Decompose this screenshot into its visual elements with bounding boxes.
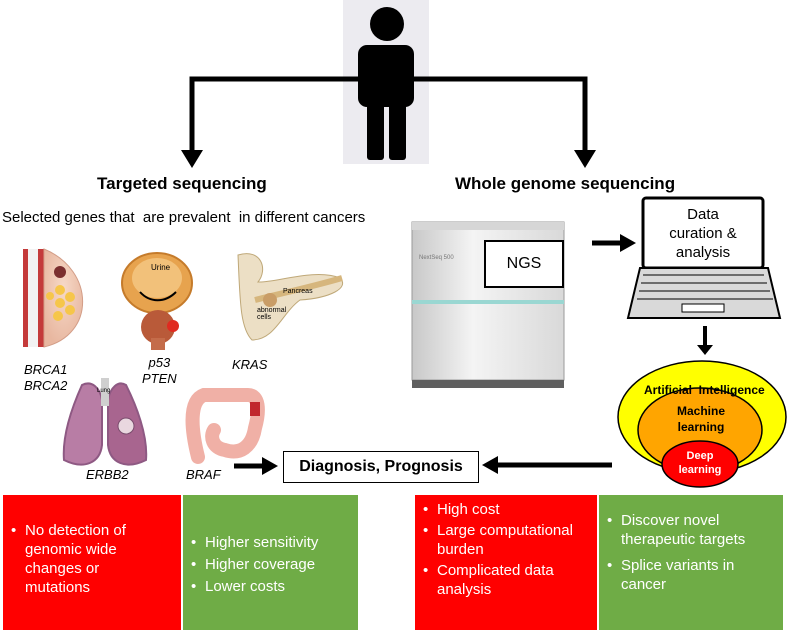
branch-arrows [189,76,588,152]
colon-illustration [185,388,265,464]
gene-brca2: BRCA2 [24,378,68,393]
wgs-con-item: Complicated data analysis [415,561,597,599]
ml-label: Machine learning [666,403,736,435]
left-branch-arrowhead [181,150,203,168]
wgs-pro-item: Splice variants in cancer [599,556,783,594]
ai-label: Artificial Intelligence [644,383,765,397]
wgs-cons-list: High cost Large computational burden Com… [415,500,597,599]
wgs-cons-box: High cost Large computational burden Com… [414,494,598,631]
laptop-text-line-1: Data [687,206,719,223]
targeted-cons-list: No detection of genomic wide changes or … [3,521,181,597]
wgs-heading: Whole genome sequencing [455,174,676,193]
wgs-con-item: High cost [415,500,597,519]
person-icon [358,7,414,160]
targeted-pro-item: Higher coverage [183,555,358,574]
targeted-heading: Targeted sequencing [97,174,267,193]
breast-genes: BRCA1 BRCA2 [24,362,67,394]
abnormal-cells-label: abnormal cells [257,307,287,321]
gene-p53: p53 [148,355,171,370]
targeted-pros-box: Higher sensitivity Higher coverage Lower… [182,494,359,631]
ngs-label: NGS [484,240,564,288]
targeted-pro-item: Lower costs [183,577,358,596]
breast-illustration [23,248,84,348]
diagnosis-box: Diagnosis, Prognosis [283,451,479,483]
dl-label: Deep learning [672,449,728,477]
gene-brca1: BRCA1 [24,362,68,377]
lung-illustration [62,378,148,466]
dl-label-line-2: learning [678,464,722,476]
laptop-text-line-3: analysis [675,244,731,261]
gene-kras: KRAS [232,357,268,372]
prostate-illustration [121,252,193,350]
gene-braf: BRAF [186,467,221,482]
urine-label: Urine [151,263,171,272]
left-to-diagnosis-arrow [234,457,278,475]
laptop-illustration [626,196,782,319]
laptop-text-line-2: curation & [669,225,737,242]
gene-pten: PTEN [142,371,177,386]
laptop-text: Data curation & analysis [647,205,759,262]
targeted-cons-box: No detection of genomic wide changes or … [2,494,182,631]
selected-genes-caption: Selected genes that are prevalent in dif… [2,209,366,226]
wgs-pro-item: Discover novel therapeutic targets [599,511,783,549]
pancreas-label: Pancreas [283,288,313,295]
machine-brand: NextSeq 500 [419,255,454,261]
wgs-pros-list: Discover novel therapeutic targets Splic… [599,511,783,594]
laptop-to-ai-arrow [697,326,713,355]
lung-label: Lung [97,388,111,394]
pancreas-illustration [237,253,343,341]
targeted-pros-list: Higher sensitivity Higher coverage Lower… [183,533,358,596]
wgs-pros-box: Discover novel therapeutic targets Splic… [598,494,784,631]
targeted-con-item: No detection of genomic wide changes or … [3,521,181,597]
targeted-pro-item: Higher sensitivity [183,533,358,552]
right-branch-arrowhead [574,150,596,168]
dl-ellipse [661,440,739,488]
ml-label-line-1: Machine [676,404,725,418]
right-to-diagnosis-arrow [482,456,612,474]
prostate-genes: p53 PTEN [142,355,177,387]
dl-label-line-1: Deep [686,450,714,462]
ngs-to-laptop-arrow [592,234,636,252]
ml-label-line-2: learning [677,420,725,434]
colon-tumor [250,402,260,416]
gene-erbb2: ERBB2 [86,467,129,482]
wgs-con-item: Large computational burden [415,521,597,559]
